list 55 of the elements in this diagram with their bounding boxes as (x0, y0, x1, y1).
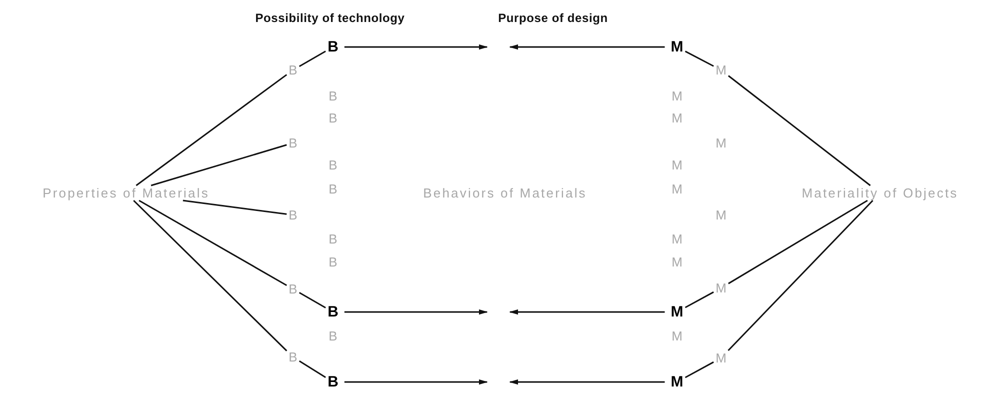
letter-label: M (672, 182, 682, 196)
arrow (509, 309, 665, 315)
letter-label: B (328, 90, 338, 102)
letter-label: M (716, 64, 726, 76)
connector-line (133, 200, 288, 352)
connector-line (728, 75, 871, 186)
letter-label: B (288, 350, 298, 364)
arrow (509, 379, 665, 385)
letter-label: M (716, 208, 726, 222)
letter-label: M (716, 282, 726, 294)
letter-label: M (716, 352, 726, 364)
arrow (344, 44, 488, 50)
column-heading: Purpose of design (498, 11, 608, 25)
arrow (509, 44, 665, 50)
connector-line (728, 200, 868, 284)
connector-line (728, 200, 874, 352)
connector-line (684, 50, 714, 67)
letter-label: B (288, 282, 298, 296)
connector-line (298, 50, 326, 67)
connector-line (136, 74, 288, 186)
connector-line (138, 200, 288, 286)
connector-line (684, 361, 714, 378)
highlighted-letter: B (328, 374, 338, 390)
letter-label: B (288, 64, 298, 76)
concept-label: Properties of Materials (42, 186, 210, 200)
arrow (344, 309, 488, 315)
highlighted-letter: B (328, 304, 338, 320)
letter-label: B (288, 136, 298, 150)
connector-line (684, 291, 714, 308)
letter-label: B (328, 232, 338, 246)
connector-line (150, 144, 287, 186)
letter-label: M (672, 158, 682, 172)
connector-line (298, 360, 326, 378)
letter-label: B (328, 112, 338, 124)
letter-label: B (288, 208, 298, 222)
letter-label: M (716, 136, 726, 150)
column-heading: Possibility of technology (255, 11, 405, 25)
letter-label: B (328, 330, 338, 342)
letter-label: M (672, 90, 682, 102)
concept-label: Behaviors of Materials (423, 186, 587, 200)
letter-label: B (328, 182, 338, 196)
letter-label: M (672, 112, 682, 124)
highlighted-letter: B (328, 40, 338, 54)
highlighted-letter: M (670, 304, 684, 320)
letter-label: M (672, 256, 682, 268)
letter-label: B (328, 256, 338, 268)
letter-label: B (328, 158, 338, 172)
letter-label: M (672, 232, 682, 246)
arrow (344, 379, 488, 385)
concept-label: Materiality of Objects (802, 186, 958, 200)
letter-label: M (672, 330, 682, 342)
connector-line (298, 292, 326, 308)
highlighted-letter: M (670, 374, 684, 390)
connector-line (182, 200, 287, 215)
highlighted-letter: M (670, 40, 684, 54)
